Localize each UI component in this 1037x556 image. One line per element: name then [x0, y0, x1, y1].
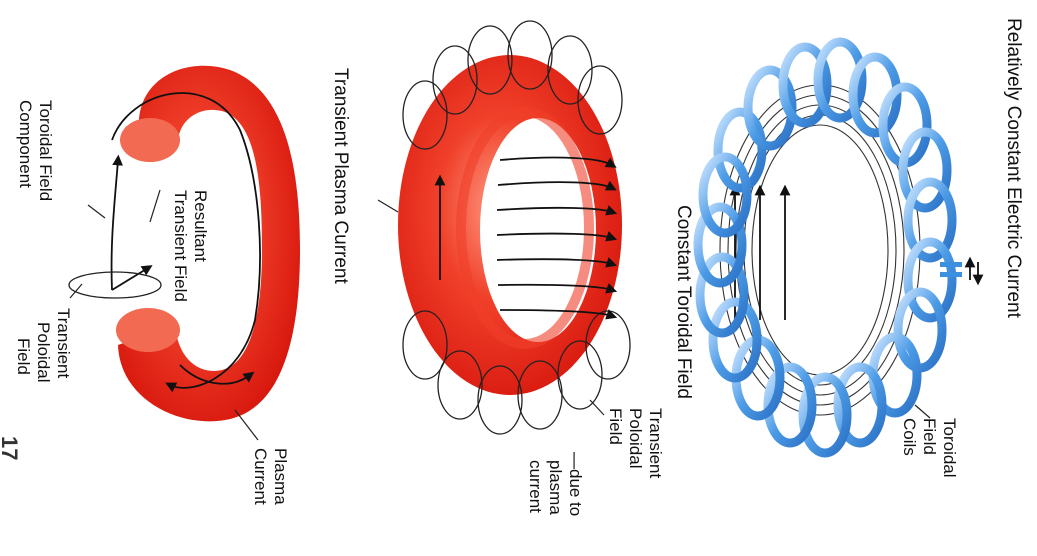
toroidal-component-arrow: [112, 160, 118, 290]
due-to-label-3: current: [526, 460, 545, 513]
page-number: 17: [0, 436, 22, 460]
toroidal-field-component-label-2: Component: [16, 100, 35, 188]
plasma-current-label-2: Current: [251, 448, 270, 505]
constant-toroidal-field-label: Constant Toroidal Field: [673, 205, 694, 399]
coil-leads: [940, 262, 978, 280]
right-panel: Relatively Constant Electric Current Con…: [673, 18, 1024, 478]
middle-poloidal-label-3: Field: [606, 408, 625, 445]
transient-plasma-current-label: Transient Plasma Current: [330, 68, 351, 284]
toroidal-field-component-label-1: Toroidal Field: [36, 100, 55, 201]
coils-label-2: Field: [920, 418, 939, 455]
transient-poloidal-label-2: Poloidal: [34, 322, 53, 383]
left-panel: Toroidal Field Component Resultant Trans…: [0, 66, 300, 505]
resultant-label-1: Resultant: [191, 190, 210, 262]
relatively-constant-current-label: Relatively Constant Electric Current: [1003, 18, 1024, 319]
resultant-arrow: [112, 268, 148, 290]
transient-poloidal-label-3: Field: [14, 338, 33, 375]
poloidal-loop: [69, 272, 161, 298]
cut-face-top: [120, 118, 180, 162]
transient-poloidal-label-1: Transient: [54, 308, 73, 379]
coils-label-3: Coils: [900, 418, 919, 456]
cut-face-bottom: [116, 308, 180, 352]
due-to-label-2: plasma: [546, 460, 565, 515]
middle-poloidal-label-2: Poloidal: [626, 408, 645, 469]
middle-panel: Transient Plasma Current Transient Poloi…: [330, 21, 665, 516]
middle-poloidal-label-1: Transient: [646, 408, 665, 479]
plasma-current-label-1: Plasma: [271, 448, 290, 505]
coils-label-1: Toroidal: [940, 418, 959, 478]
due-to-label-1: —due to: [566, 452, 585, 516]
resultant-label-2: Transient Field: [171, 190, 190, 302]
